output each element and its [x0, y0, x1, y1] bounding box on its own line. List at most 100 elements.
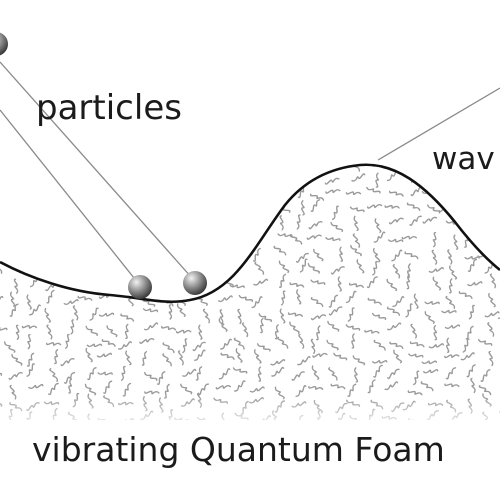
foam-squiggle — [217, 203, 232, 213]
foam-squiggle — [407, 390, 423, 396]
particle-icon-top-left — [0, 32, 8, 56]
foam-squiggle — [233, 337, 245, 350]
foam-squiggle — [480, 175, 490, 189]
foam-caption: vibrating Quantum Foam — [32, 430, 445, 469]
foam-squiggle — [46, 206, 62, 213]
foam-squiggle — [238, 238, 254, 243]
foam-squiggle — [316, 325, 321, 341]
foam-squiggle — [453, 234, 459, 250]
foam-squiggle — [48, 382, 59, 396]
foam-squiggle — [433, 325, 438, 341]
foam-squiggle — [115, 164, 132, 171]
foam-squiggle — [65, 200, 73, 215]
foam-squiggle — [410, 164, 415, 172]
foam-squiggle — [327, 320, 340, 332]
foam-squiggle — [367, 203, 383, 209]
foam-squiggle — [28, 194, 44, 200]
foam-squiggle — [389, 190, 404, 197]
foam-squiggle — [44, 307, 51, 323]
foam-squiggle — [155, 164, 171, 167]
foam-squiggle — [202, 308, 211, 324]
foam-squiggle — [458, 291, 473, 299]
foam-squiggle — [139, 338, 155, 344]
foam-squiggle — [467, 281, 483, 287]
foam-squiggle — [413, 370, 420, 386]
foam-squiggle — [176, 234, 188, 247]
foam-squiggle — [215, 384, 231, 390]
foam-squiggle — [428, 343, 444, 349]
foam-squiggle — [389, 341, 404, 349]
foam-squiggle — [232, 367, 248, 374]
foam-squiggle — [253, 229, 259, 244]
foam-squiggle — [135, 164, 151, 167]
foam-squiggle — [420, 381, 434, 392]
foam-squiggle — [296, 214, 301, 230]
foam-squiggle — [87, 168, 93, 184]
foam-squiggle — [445, 295, 456, 309]
foam-squiggle — [249, 386, 265, 393]
foam-squiggle — [52, 264, 59, 279]
foam-squiggle — [121, 231, 127, 247]
foam-squiggle — [488, 350, 494, 367]
foam-squiggle — [392, 264, 401, 279]
foam-squiggle — [366, 276, 378, 289]
foam-squiggle — [103, 223, 119, 228]
foam-squiggle — [409, 341, 425, 348]
foam-squiggle — [26, 294, 32, 310]
foam-squiggle — [124, 252, 138, 264]
particle-icon-right — [183, 271, 207, 295]
foam-squiggle — [46, 324, 53, 340]
foam-squiggle — [96, 352, 112, 358]
foam-squiggle — [8, 173, 24, 181]
foam-squiggle — [156, 279, 170, 290]
foam-squiggle — [70, 319, 75, 335]
foam-squiggle — [485, 232, 498, 244]
foam-squiggle — [4, 254, 20, 259]
foam-squiggle — [237, 215, 245, 230]
foam-squiggle — [404, 251, 419, 260]
foam-squiggle — [31, 245, 41, 259]
foam-squiggle — [444, 324, 461, 330]
foam-squiggle — [124, 189, 131, 205]
foam-squiggle — [101, 339, 116, 347]
foam-squiggle — [157, 205, 172, 213]
particles-label: particles — [36, 88, 182, 128]
foam-squiggle — [401, 235, 417, 240]
foam-squiggle — [345, 191, 362, 196]
foam-squiggle — [432, 276, 442, 291]
foam-squiggle — [80, 283, 96, 288]
foam-squiggle — [11, 353, 23, 366]
particle-icon-left — [128, 275, 152, 299]
foam-squiggle — [220, 191, 236, 197]
foam-squiggle — [218, 368, 231, 380]
foam-squiggle — [298, 164, 302, 171]
foam-squiggle — [68, 378, 73, 394]
foam-squiggle — [49, 368, 58, 382]
foam-squiggle — [98, 312, 115, 317]
foam-squiggle — [407, 263, 411, 279]
foam-squiggle — [374, 218, 382, 233]
foam-squiggle — [325, 237, 341, 242]
foam-squiggle — [352, 233, 361, 248]
foam-squiggle — [50, 247, 58, 262]
foam-squiggle — [255, 169, 261, 185]
foam-squiggle — [259, 317, 264, 334]
foam-squiggle — [449, 265, 458, 280]
foam-squiggle — [347, 307, 355, 322]
foam-squiggle — [140, 248, 153, 260]
foam-squiggle — [463, 186, 468, 202]
foam-squiggle — [0, 368, 3, 376]
foam-squiggle — [293, 170, 307, 182]
foam-squiggle — [219, 309, 224, 325]
foam-squiggle — [120, 365, 126, 381]
foam-squiggle — [87, 367, 97, 381]
foam-squiggle — [351, 333, 356, 349]
foam-squiggle — [21, 325, 38, 329]
foam-squiggle — [345, 324, 361, 331]
foam-squiggle — [49, 164, 54, 170]
foam-squiggle — [253, 349, 262, 364]
foam-squiggle — [348, 282, 364, 288]
foam-squiggle — [46, 289, 55, 304]
foam-squiggle — [458, 205, 472, 215]
foam-squiggle — [310, 338, 316, 354]
